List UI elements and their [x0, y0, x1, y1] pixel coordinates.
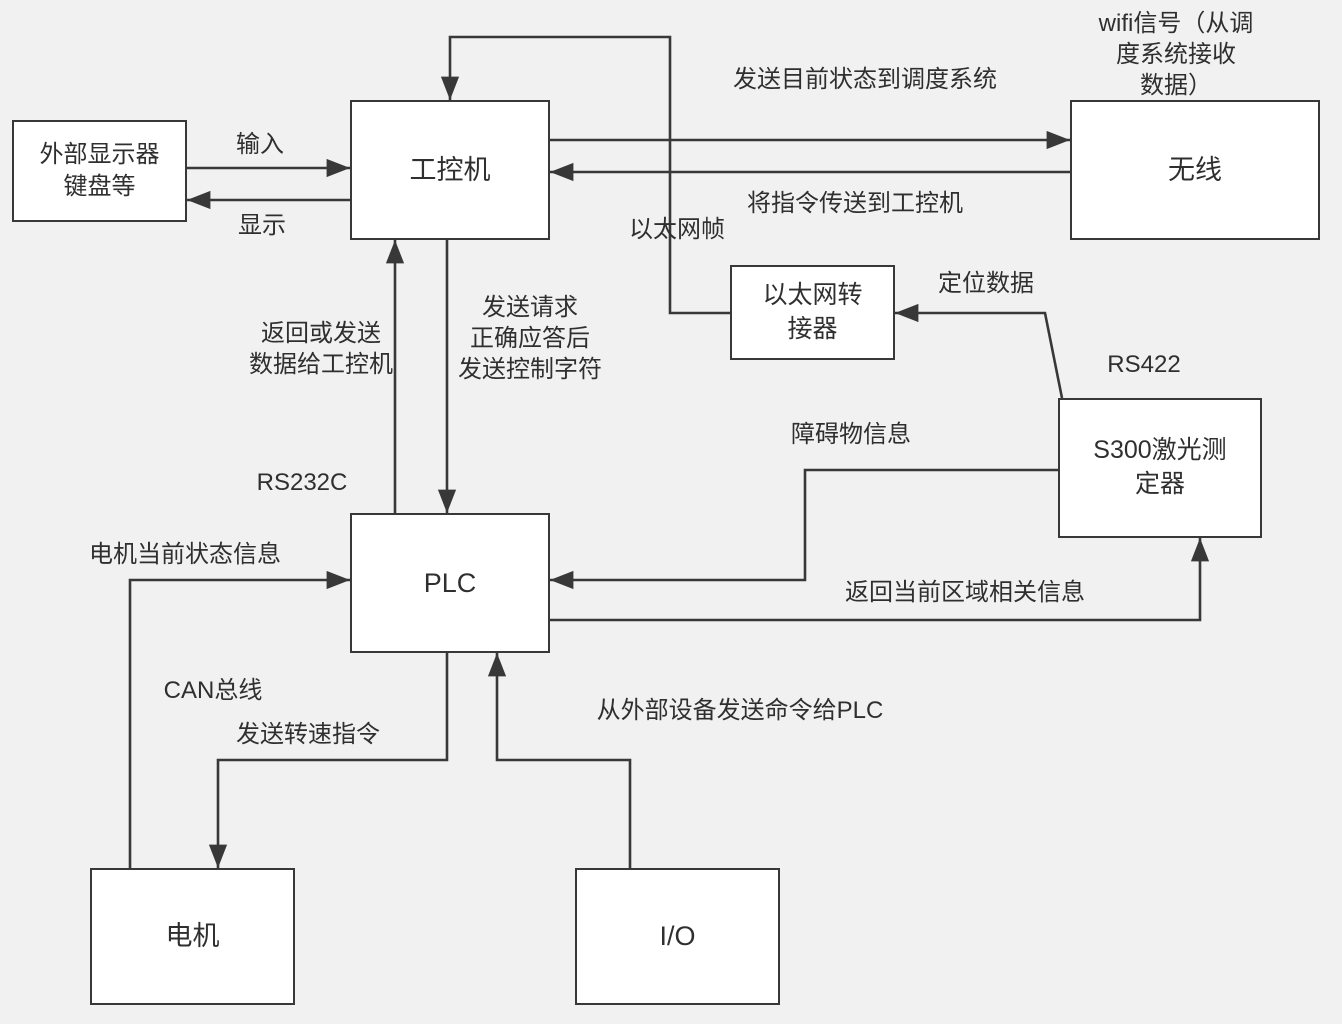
label-send-request-sequence: 发送请求 正确应答后 发送控制字符: [458, 294, 602, 384]
label-cmd-from-external-to-plc: 从外部设备发送命令给PLC: [596, 697, 884, 724]
label-return-or-send-data: 返回或发送 数据给工控机: [249, 320, 393, 379]
node-plc: PLC: [350, 513, 550, 653]
node-external-display: 外部显示器 键盘等: [12, 120, 187, 222]
arrow-motor-status: [128, 570, 350, 868]
arrow-ethernet-frame-loop: [440, 35, 730, 315]
label-motor-status: 电机当前状态信息: [89, 541, 281, 568]
label-rs422: RS422: [1107, 351, 1181, 378]
label-wifi-note: wifi信号（从调度系统接收 数据）: [1098, 10, 1254, 100]
label-send-status-to-dispatch: 发送目前状态到调度系统: [733, 66, 997, 93]
label-display: 显示: [238, 212, 286, 239]
label-positioning-data: 定位数据: [938, 270, 1034, 297]
label-send-speed-cmd: 发送转速指令: [236, 721, 380, 748]
arrow-positioning-data: [895, 303, 1064, 399]
node-wireless: 无线: [1070, 100, 1320, 240]
node-io: I/O: [575, 868, 780, 1005]
arrow-io-to-plc: [487, 653, 632, 868]
node-motor: 电机: [90, 868, 295, 1005]
label-input: 输入: [236, 131, 284, 158]
label-obstacle-info: 障碍物信息: [791, 421, 911, 448]
label-transmit-cmd-to-ipc: 将指令传送到工控机: [747, 190, 963, 217]
label-can-bus: CAN总线: [163, 677, 263, 704]
label-ethernet-frame: 以太网帧: [629, 216, 725, 243]
node-industrial-pc: 工控机: [350, 100, 550, 240]
arrow-obstacle-info: [550, 468, 1058, 590]
label-return-area-info: 返回当前区域相关信息: [845, 579, 1085, 606]
arrow-return-area-info: [550, 538, 1210, 622]
node-ethernet-adapter: 以太网转 接器: [730, 265, 895, 360]
label-rs232c: RS232C: [256, 469, 348, 496]
arrow-speed-command: [208, 653, 449, 868]
node-s300-laser: S300激光测 定器: [1058, 398, 1262, 538]
